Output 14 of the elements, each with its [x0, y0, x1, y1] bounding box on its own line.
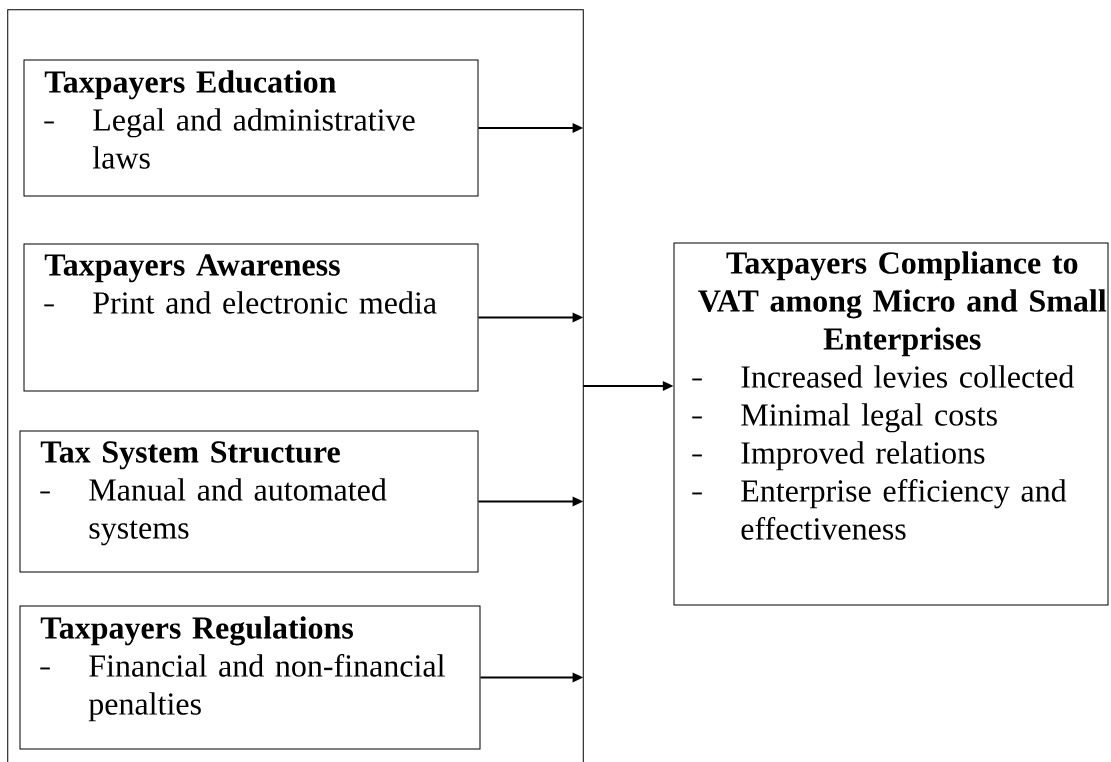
heading: Taxpayers Compliance to VAT among Micro and Small Enterprises — [698, 251, 1107, 357]
bullet-item: Minimal legal costs — [691, 403, 997, 433]
bullet-item: Improved relations — [691, 441, 985, 471]
bullet-item: Increased levies collected — [691, 365, 1074, 388]
heading: Taxpayers Awareness — [44, 254, 340, 283]
bullet-item: Enterprise efficiency and effectiveness — [691, 478, 1067, 540]
heading: Taxpayers Education — [44, 70, 336, 100]
group-frame — [7, 9, 584, 762]
heading: Tax System Structure — [40, 441, 340, 470]
heading: Taxpayers Regulations — [40, 616, 353, 646]
bullet-item: Legal and administrative laws — [43, 108, 415, 169]
bullet-item: Manual and automated systems — [39, 478, 387, 546]
bullet-item: Print and electronic media — [43, 291, 437, 314]
bullet-item: Financial and non-financial penalties — [39, 653, 445, 722]
